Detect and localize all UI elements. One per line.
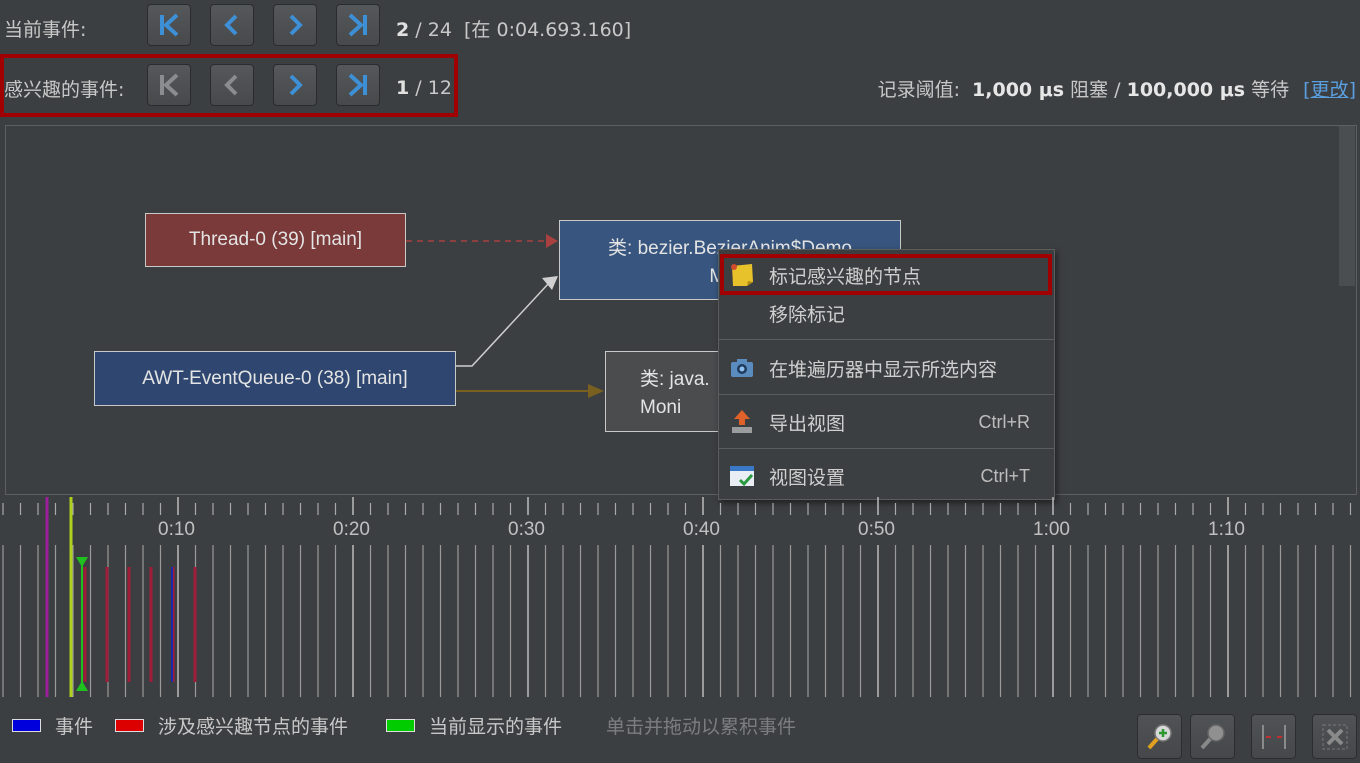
timeline-canvas bbox=[2, 497, 1352, 697]
graph-panel[interactable]: Thread-0 (39) [main] AWT-EventQueue-0 (3… bbox=[5, 125, 1357, 495]
menu-item-label: 在堆遍历器中显示所选内容 bbox=[769, 358, 998, 381]
interesting-event-counter: 1 / 12 bbox=[396, 77, 452, 99]
node-class-java-line1: 类: java. bbox=[640, 369, 710, 390]
node-thread-0-label: Thread-0 (39) [main] bbox=[188, 229, 363, 250]
timeline-tick-label: 0:40 bbox=[683, 519, 720, 540]
menu-item-export-view[interactable]: 导出视图 Ctrl+R bbox=[719, 403, 1054, 441]
current-event-time: 0:04.693.160] bbox=[496, 19, 632, 41]
zoom-out-icon bbox=[1200, 723, 1225, 749]
interesting-event-total: 12 bbox=[427, 77, 452, 99]
view-settings-icon bbox=[730, 466, 754, 487]
interesting-event-index: 1 bbox=[396, 77, 410, 99]
menu-item-label: 移除标记 bbox=[769, 303, 846, 326]
current-event-sep: / bbox=[415, 19, 422, 41]
first-icon bbox=[160, 73, 179, 97]
menu-item-mark-interesting[interactable]: 标记感兴趣的节点 bbox=[719, 256, 1054, 294]
legend-swatch-blue bbox=[12, 719, 41, 732]
interesting-event-sep: / bbox=[415, 77, 422, 99]
node-awt-label: AWT-EventQueue-0 (38) [main] bbox=[142, 367, 408, 389]
current-event-index: 2 bbox=[396, 19, 410, 41]
menu-item-shortcut: Ctrl+R bbox=[978, 411, 1030, 432]
current-first-button[interactable] bbox=[147, 4, 191, 46]
interesting-next-button[interactable] bbox=[273, 64, 317, 106]
sticky-note-icon bbox=[731, 264, 753, 286]
current-event-label: 当前事件: bbox=[4, 19, 87, 41]
last-icon bbox=[348, 73, 367, 97]
interesting-nav-highlight bbox=[0, 54, 458, 117]
fit-view-button[interactable] bbox=[1251, 714, 1296, 759]
threshold-label: 记录阈值: bbox=[877, 79, 960, 101]
current-prev-button[interactable] bbox=[210, 4, 254, 46]
threshold-block-value: 1,000 μs bbox=[972, 79, 1065, 101]
timeline-tick-label: 1:00 bbox=[1033, 519, 1070, 540]
node-thread-0[interactable]: Thread-0 (39) [main] bbox=[145, 213, 406, 267]
threshold-sep: / bbox=[1114, 79, 1121, 101]
menu-item-remove-mark[interactable]: 移除标记 bbox=[719, 294, 1054, 332]
timeline-tick-label: 0:10 bbox=[158, 519, 195, 540]
interesting-event-label: 感兴趣的事件: bbox=[4, 79, 125, 101]
threshold-row: 记录阈值: 1,000 μs 阻塞 / 100,000 μs 等待 [更改] bbox=[878, 75, 1356, 102]
legend-swatch-red bbox=[115, 719, 144, 732]
fit-width-icon bbox=[1261, 724, 1286, 749]
threshold-wait-label: 等待 bbox=[1251, 79, 1290, 101]
menu-item-highlight bbox=[720, 254, 1052, 295]
chevron-right-icon bbox=[289, 14, 303, 36]
current-event-total: 24 bbox=[427, 19, 452, 41]
timeline-hint: 单击并拖动以累积事件 bbox=[606, 716, 797, 738]
menu-separator bbox=[719, 448, 1054, 449]
legend-events-label: 事件 bbox=[55, 716, 94, 738]
legend-current: 当前显示的事件 bbox=[386, 712, 562, 739]
interesting-prev-button[interactable] bbox=[210, 64, 254, 106]
menu-separator bbox=[719, 339, 1054, 340]
zoom-in-icon bbox=[1147, 723, 1172, 749]
legend-events: 事件 bbox=[12, 712, 93, 739]
close-icon bbox=[1322, 724, 1347, 749]
interesting-last-button[interactable] bbox=[336, 64, 380, 106]
zoom-out-button[interactable] bbox=[1190, 714, 1235, 759]
menu-item-label: 视图设置 bbox=[769, 466, 846, 489]
last-icon bbox=[348, 13, 367, 37]
timeline[interactable]: 0:10 0:20 0:30 0:40 0:50 1:00 1:10 bbox=[0, 497, 1360, 697]
current-event-counter: 2 / 24 [在 0:04.693.160] bbox=[396, 15, 631, 42]
context-menu: 标记感兴趣的节点 移除标记 在堆遍历器中显示所选内容 导出视图 Ctrl+R 视… bbox=[718, 249, 1055, 500]
export-icon bbox=[732, 410, 752, 433]
first-icon bbox=[160, 13, 179, 37]
current-next-button[interactable] bbox=[273, 4, 317, 46]
menu-item-show-in-heap-walker[interactable]: 在堆遍历器中显示所选内容 bbox=[719, 349, 1054, 387]
timeline-tick-label: 0:20 bbox=[333, 519, 370, 540]
menu-item-label: 标记感兴趣的节点 bbox=[769, 265, 922, 288]
zoom-in-button[interactable] bbox=[1137, 714, 1182, 759]
menu-item-label: 导出视图 bbox=[769, 412, 846, 435]
node-class-java-line2: Moni bbox=[640, 397, 682, 418]
selection-start-handle[interactable] bbox=[76, 557, 88, 567]
threshold-wait-value: 100,000 μs bbox=[1126, 79, 1246, 101]
interesting-first-button[interactable] bbox=[147, 64, 191, 106]
chevron-left-icon bbox=[224, 74, 238, 96]
chevron-right-icon bbox=[289, 74, 303, 96]
menu-separator bbox=[719, 394, 1054, 395]
change-threshold-link[interactable]: [更改] bbox=[1303, 79, 1356, 101]
timeline-tick-label: 1:10 bbox=[1208, 519, 1245, 540]
node-awt-eventqueue[interactable]: AWT-EventQueue-0 (38) [main] bbox=[94, 351, 456, 406]
close-button[interactable] bbox=[1312, 714, 1357, 759]
timeline-tick-label: 0:50 bbox=[858, 519, 895, 540]
threshold-block-label: 阻塞 bbox=[1070, 79, 1109, 101]
legend-swatch-green bbox=[386, 719, 415, 732]
timeline-tick-label: 0:30 bbox=[508, 519, 545, 540]
legend-current-label: 当前显示的事件 bbox=[429, 716, 563, 738]
current-last-button[interactable] bbox=[336, 4, 380, 46]
graph-edges bbox=[406, 234, 604, 398]
selection-end-handle[interactable] bbox=[76, 681, 88, 691]
graph-scrollbar-thumb[interactable] bbox=[1339, 126, 1355, 286]
chevron-left-icon bbox=[224, 14, 238, 36]
legend-interesting: 涉及感兴趣节点的事件 bbox=[115, 712, 348, 739]
camera-icon bbox=[731, 359, 753, 377]
legend-interesting-label: 涉及感兴趣节点的事件 bbox=[158, 716, 349, 738]
menu-item-shortcut: Ctrl+T bbox=[980, 465, 1031, 486]
current-event-at-prefix: [在 bbox=[464, 19, 491, 41]
menu-item-view-settings[interactable]: 视图设置 Ctrl+T bbox=[719, 457, 1054, 495]
